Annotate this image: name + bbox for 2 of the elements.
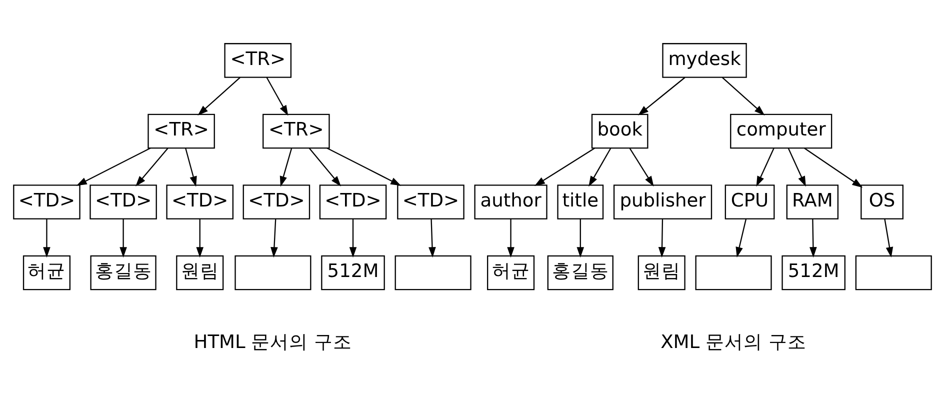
- label: HTML 문서의 구조: [194, 332, 352, 353]
- label: XML 문서의 구조: [660, 332, 806, 353]
